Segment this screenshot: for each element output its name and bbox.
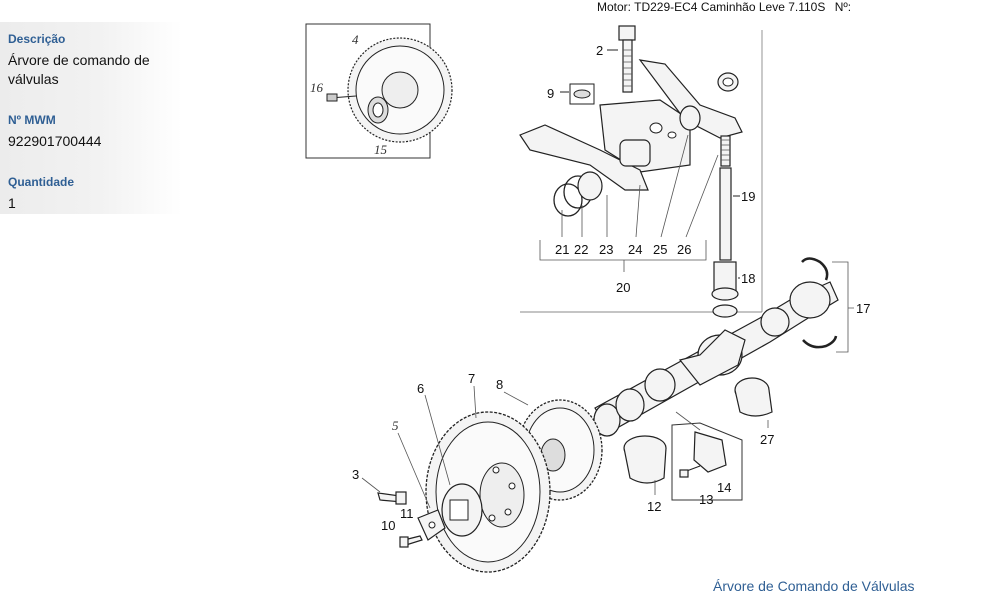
camshaft <box>593 281 839 437</box>
callout-6: 6 <box>417 381 424 396</box>
callout-15: 15 <box>374 142 388 157</box>
quantity-label: Quantidade <box>8 175 75 189</box>
callout-5: 5 <box>392 418 399 433</box>
callout-10: 10 <box>381 518 395 533</box>
bolt-3 <box>377 491 407 505</box>
description-label: Descrição <box>8 32 66 46</box>
mwm-value: 922901700444 <box>8 133 102 149</box>
spring-19 <box>719 135 732 261</box>
thrust-plate-14 <box>671 422 743 501</box>
callout-2: 2 <box>596 43 603 58</box>
motor-header: Motor: TD229-EC4 Caminhão Leve 7.110S Nº… <box>597 0 857 14</box>
callout-27: 27 <box>760 432 774 447</box>
bushing-17 <box>801 257 838 349</box>
part-info-panel: Descrição Árvore de comando de válvulas … <box>0 22 182 214</box>
inset-gear-box <box>305 23 453 159</box>
rocker-assembly <box>519 59 743 217</box>
quantity-value: 1 <box>8 195 16 211</box>
callout-3: 3 <box>352 467 359 482</box>
bearing-27 <box>734 377 773 417</box>
callout-21: 21 <box>555 242 569 257</box>
number-label: Nº: <box>834 0 852 14</box>
bearing-12 <box>623 435 667 484</box>
callout-17: 17 <box>856 301 870 316</box>
mwm-label: Nº MWM <box>8 113 56 127</box>
callout-16: 16 <box>310 80 324 95</box>
tappet-18 <box>711 261 739 318</box>
washer-9 <box>569 83 595 105</box>
callout-11: 11 <box>400 506 414 521</box>
callout-23: 23 <box>599 242 613 257</box>
callout-8: 8 <box>496 377 503 392</box>
callout-13: 13 <box>699 492 713 507</box>
gear-7 <box>425 411 551 573</box>
hub-6 <box>441 483 483 537</box>
description-value: Árvore de comando de válvulas <box>8 52 150 87</box>
callout-19: 19 <box>741 189 755 204</box>
callout-12: 12 <box>647 499 661 514</box>
callout-26: 26 <box>677 242 691 257</box>
bolt-10 <box>399 535 423 548</box>
callout-7: 7 <box>468 371 475 386</box>
bolt-2 <box>618 25 636 93</box>
callout-25: 25 <box>653 242 667 257</box>
motor-text: Motor: TD229-EC4 Caminhão Leve 7.110S <box>597 0 826 14</box>
callout-20: 20 <box>616 280 630 295</box>
callout-14: 14 <box>717 480 731 495</box>
diagram-caption: Árvore de Comando de Válvulas <box>713 578 915 594</box>
callout-24: 24 <box>628 242 642 257</box>
callout-4: 4 <box>352 32 359 47</box>
callout-9: 9 <box>547 86 554 101</box>
callout-18: 18 <box>741 271 755 286</box>
plate-11 <box>417 509 446 541</box>
callout-22: 22 <box>574 242 588 257</box>
